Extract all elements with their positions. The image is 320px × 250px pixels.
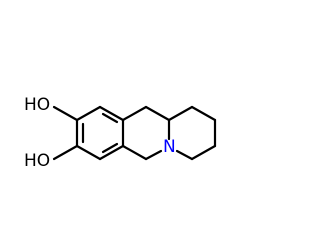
bond — [75, 105, 102, 122]
bond — [175, 149, 194, 161]
hydroxyl-bond-top — [52, 105, 79, 122]
double-bond-inner — [101, 142, 119, 154]
nitrogen-label: N — [163, 137, 176, 157]
hydroxyl-label-top: HO — [24, 95, 50, 115]
bond — [121, 144, 148, 161]
bond — [144, 149, 163, 161]
piperidine-ring — [167, 105, 217, 161]
bond — [98, 144, 125, 161]
bond — [167, 105, 194, 122]
bond — [190, 105, 217, 122]
bond — [75, 144, 102, 161]
molecule-structure-diagram: HO HO N — [24, 95, 217, 171]
bond — [144, 105, 171, 122]
double-bond-inner — [101, 112, 119, 124]
benzene-ring — [75, 105, 125, 161]
bond — [190, 144, 217, 161]
middle-ring — [121, 105, 171, 161]
bond — [121, 105, 148, 122]
hydroxyl-label-bottom: HO — [24, 151, 50, 171]
hydroxyl-bond-bottom — [52, 144, 79, 161]
bond — [98, 105, 125, 122]
